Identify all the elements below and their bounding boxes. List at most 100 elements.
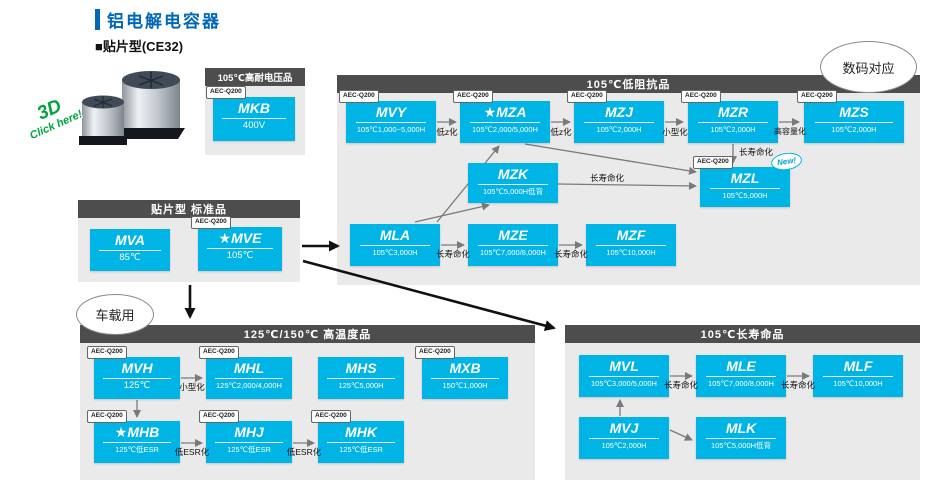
- divider: [103, 378, 171, 379]
- product-spec: 125℃: [123, 380, 151, 391]
- product-mlk[interactable]: MLK 105℃5,000H低背: [696, 417, 786, 459]
- aec-q200-badge: AEC-Q200: [797, 90, 837, 103]
- product-mhl[interactable]: AEC-Q200 MHL 125℃2,000/4,000H: [199, 346, 292, 399]
- product-mzj[interactable]: AEC-Q200 MZJ 105℃2,000H: [567, 90, 664, 143]
- arrow-label-long-life: 长寿命化: [589, 173, 625, 183]
- product-mhj[interactable]: AEC-Q200 MHJ 125℃低ESR: [199, 410, 292, 463]
- divider: [98, 250, 162, 251]
- product-model: MZL: [730, 170, 760, 186]
- arrow-label-low-esr: 低ESR化: [174, 447, 210, 457]
- arrow-label-low-z: 低z化: [550, 127, 572, 137]
- aec-q200-badge: AEC-Q200: [206, 86, 246, 99]
- arrow-label-low-z: 低z化: [436, 127, 458, 137]
- product-model: ★MHB: [114, 424, 160, 440]
- product-model: MVL: [609, 358, 639, 374]
- product-model: MHL: [233, 360, 265, 376]
- product-spec: 125℃低ESR: [115, 445, 159, 454]
- divider: [477, 245, 549, 246]
- product-mle[interactable]: MLE 105℃7,000/8,000H: [696, 355, 786, 397]
- divider: [222, 118, 286, 119]
- product-mhs[interactable]: MHS 125℃5,000H: [318, 357, 404, 399]
- divider: [709, 188, 781, 189]
- product-model: MVY: [375, 104, 407, 120]
- product-mvh[interactable]: AEC-Q200 MVH 125℃: [87, 346, 180, 399]
- product-model: MHJ: [234, 424, 264, 440]
- capacitor-large: [117, 71, 185, 139]
- product-spec: 105℃3,000H: [372, 248, 418, 257]
- product-spec: 105℃2,000H: [831, 125, 877, 134]
- page-title: 铝电解电容器: [107, 12, 221, 31]
- product-spec: 125℃2,000/4,000H: [216, 381, 282, 390]
- product-spec: 125℃低ESR: [339, 445, 383, 454]
- product-mze[interactable]: MZE 105℃7,000/8,000H: [468, 224, 558, 266]
- product-mlf[interactable]: MLF 105℃10,000H: [813, 355, 903, 397]
- aec-q200-badge: AEC-Q200: [311, 410, 351, 423]
- product-spec: 85℃: [119, 252, 141, 263]
- product-model: MVH: [121, 360, 153, 376]
- section-long-life-header: 105℃长寿命品: [565, 325, 920, 343]
- product-mla[interactable]: MLA 105℃3,000H: [350, 224, 440, 266]
- product-spec: 105℃2,000/5,000H: [472, 125, 538, 134]
- arrow-label-long-life: 长寿命化: [553, 249, 589, 259]
- product-model: MXB: [449, 360, 481, 376]
- divider: [103, 442, 171, 443]
- divider: [595, 245, 667, 246]
- product-spec: 105℃10,000H: [833, 379, 883, 388]
- product-mzs[interactable]: AEC-Q200 MZS 105℃2,000H: [797, 90, 904, 143]
- product-spec: 125℃5,000H: [338, 381, 384, 390]
- product-mzr[interactable]: AEC-Q200 MZR 105℃2,000H: [681, 90, 778, 143]
- product-mkb[interactable]: AEC-Q200 MKB 400V: [206, 86, 295, 141]
- product-model: MVA: [114, 232, 146, 248]
- product-spec: 105℃5,000H低背: [482, 187, 544, 196]
- aec-q200-badge: AEC-Q200: [681, 90, 721, 103]
- divider: [359, 245, 431, 246]
- divider: [355, 122, 427, 123]
- section-standard-header: 贴片型 标准品: [78, 200, 300, 218]
- product-mvy[interactable]: AEC-Q200 MVY 105℃1,000~5,000H: [339, 90, 436, 143]
- product-spec: 105℃5,000H低背: [710, 441, 772, 450]
- product-model: MZF: [616, 227, 646, 243]
- product-mhb[interactable]: AEC-Q200 ★MHB 125℃低ESR: [87, 410, 180, 463]
- product-mvl[interactable]: MVL 105℃3,000/5,000H: [579, 355, 669, 397]
- product-mvj[interactable]: MVJ 105℃2,000H: [579, 417, 669, 459]
- product-mva[interactable]: MVA 85℃: [90, 229, 170, 271]
- page-subtitle: ■贴片型(CE32): [95, 39, 184, 54]
- automotive-bubble: 车载用: [76, 294, 154, 335]
- product-mxb[interactable]: AEC-Q200 MXB 150℃1,000H: [415, 346, 508, 399]
- product-spec: 105℃2,000H: [601, 441, 647, 450]
- product-mzl[interactable]: AEC-Q200 New! MZL 105℃5,000H: [693, 150, 804, 207]
- product-mza[interactable]: AEC-Q200 ★MZA 105℃2,000/5,000H: [453, 90, 550, 143]
- product-spec: 400V: [242, 120, 266, 131]
- arrow-label-miniaturization: 小型化: [662, 127, 688, 137]
- product-mhk[interactable]: AEC-Q200 MHK 125℃低ESR: [311, 410, 404, 463]
- divider: [477, 184, 549, 185]
- product-spec: 105℃2,000H: [596, 125, 642, 134]
- aec-q200-badge: AEC-Q200: [87, 346, 127, 359]
- product-spec: 125℃低ESR: [227, 445, 271, 454]
- product-model: MZS: [839, 104, 869, 120]
- divider: [469, 122, 541, 123]
- arrow-label-long-life: 长寿命化: [780, 380, 816, 390]
- arrow-label-high-capacity: 高容量化: [774, 127, 806, 136]
- product-mzf[interactable]: MZF 105℃10,000H: [586, 224, 676, 266]
- aec-q200-badge: AEC-Q200: [693, 156, 733, 169]
- product-model: MLF: [843, 358, 873, 374]
- product-model: MZE: [498, 227, 528, 243]
- product-spec: 105℃7,000/8,000H: [708, 379, 774, 388]
- arrow-label-long-life: 长寿命化: [435, 249, 471, 259]
- product-spec: 105℃10,000H: [606, 248, 656, 257]
- divider: [588, 376, 660, 377]
- section-high-temp: 125℃/150℃ 高温度品: [80, 325, 535, 480]
- arrow-label-long-life: 长寿命化: [739, 147, 774, 157]
- product-model: MZR: [717, 104, 749, 120]
- aec-q200-badge: AEC-Q200: [87, 410, 127, 423]
- divider: [327, 442, 395, 443]
- digital-support-label: 数码对应: [842, 60, 895, 76]
- arrow-label-miniaturization: 小型化: [179, 382, 205, 392]
- divider: [215, 442, 283, 443]
- divider: [705, 438, 777, 439]
- aec-q200-badge: AEC-Q200: [453, 90, 493, 103]
- product-mzk[interactable]: MZK 105℃5,000H低背: [468, 163, 558, 203]
- product-model: MLE: [726, 358, 756, 374]
- product-mve[interactable]: AEC-Q200 ★MVE 105℃: [191, 216, 282, 271]
